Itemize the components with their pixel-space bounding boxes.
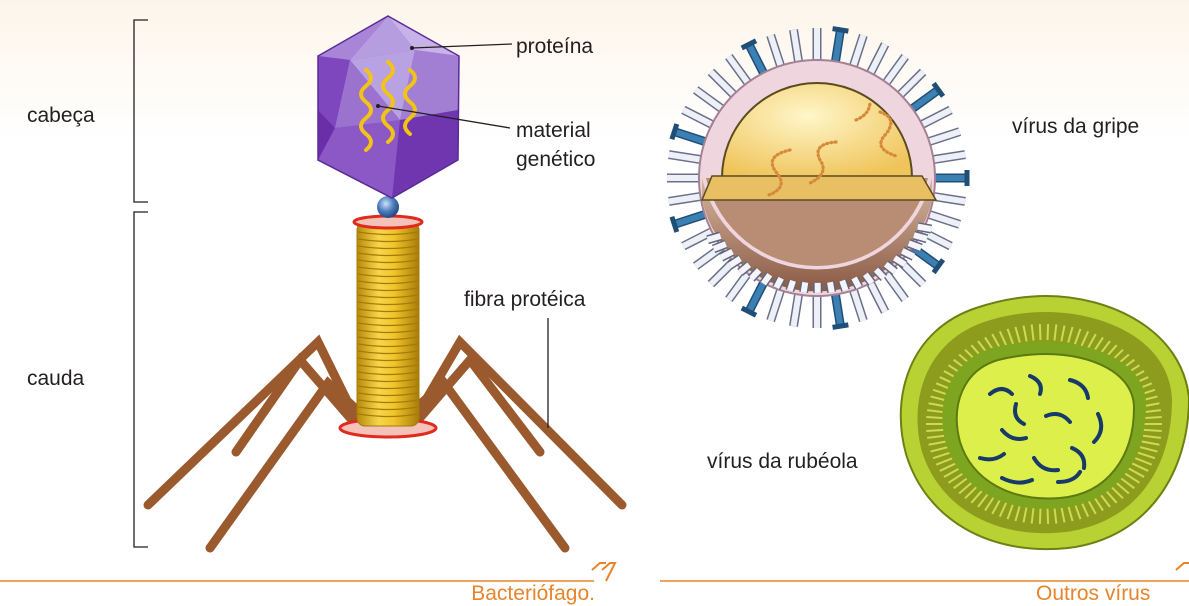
label-flu-virus: vírus da gripe [1012,114,1139,139]
caption-rule-left [0,563,615,581]
tail-sheath [354,216,422,426]
label-genetic-material-1: material [516,118,591,143]
flu-virus [667,28,967,328]
label-genetic-material-2: genético [516,147,595,172]
head-bracket [134,20,148,202]
neck-collar [377,196,399,218]
label-protein: proteína [516,34,593,59]
label-tail: cauda [27,366,84,391]
caption-rule-right [660,563,1189,581]
caption-other-viruses: Outros vírus [1036,582,1150,606]
label-rubella-virus: vírus da rubéola [707,449,858,474]
rubella-virus [901,296,1189,549]
tail-bracket [134,212,148,547]
label-tail-fiber: fibra protéica [464,287,585,312]
caption-bacteriophage: Bacteriófago. [471,582,595,606]
label-head: cabeça [27,103,95,128]
